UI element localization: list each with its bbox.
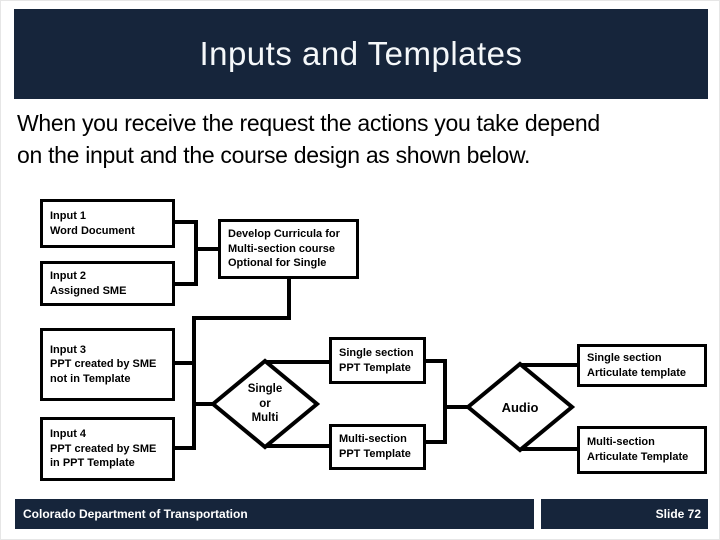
audio-diamond — [464, 361, 576, 453]
single-or-multi-label: Single or Multi — [247, 383, 283, 425]
node-input2: Input 2 Assigned SME — [40, 261, 175, 306]
intro-text: When you receive the request the actions… — [17, 110, 600, 169]
audio-label: Audio — [501, 400, 539, 415]
node-develop-curricula: Develop Curricula for Multi-section cour… — [218, 219, 359, 279]
footer-slide-number: Slide 72 — [655, 507, 701, 521]
node-multi-section-ppt: Multi-section PPT Template — [329, 424, 426, 470]
slide-title-bar: Inputs and Templates — [14, 9, 708, 99]
node-multi-section-articulate: Multi-section Articulate Template — [577, 426, 707, 474]
single-or-multi-diamond — [209, 358, 321, 450]
node-input1: Input 1 Word Document — [40, 199, 175, 248]
node-input3: Input 3 PPT created by SME not in Templa… — [40, 328, 175, 401]
node-single-section-ppt: Single section PPT Template — [329, 337, 426, 384]
slide-title: Inputs and Templates — [199, 35, 523, 72]
node-single-section-articulate: Single section Articulate template — [577, 344, 707, 387]
footer-organization-bar: Colorado Department of Transportation — [15, 499, 534, 529]
footer-organization: Colorado Department of Transportation — [23, 507, 248, 521]
node-input4: Input 4 PPT created by SME in PPT Templa… — [40, 417, 175, 481]
footer-slide-number-bar: Slide 72 — [541, 499, 708, 529]
